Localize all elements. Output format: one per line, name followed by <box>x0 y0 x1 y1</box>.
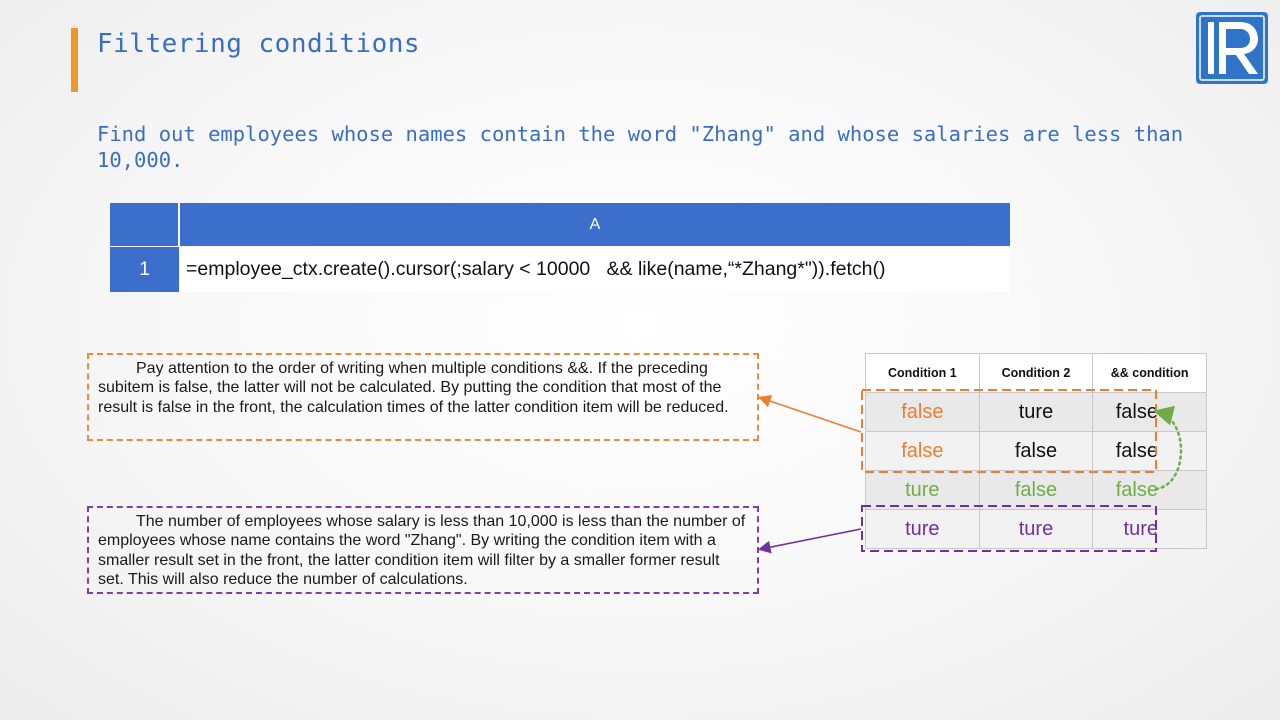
note-condition-order-text: Pay attention to the order of writing wh… <box>98 360 729 416</box>
truth-table-header-row: Condition 1 Condition 2 && condition <box>865 353 1207 393</box>
task-description: Find out employees whose names contain t… <box>97 122 1184 172</box>
slide-title: Filtering conditions <box>97 29 421 59</box>
truth-cell: ture <box>865 470 980 510</box>
truth-cell: false <box>1092 392 1207 432</box>
truth-table-row: false ture false <box>865 392 1207 432</box>
purple-pointer-arrow <box>757 528 862 554</box>
truth-cell: false <box>865 392 980 432</box>
truth-table-row: false false false <box>865 431 1207 471</box>
grid-row-header-1[interactable]: 1 <box>110 247 179 292</box>
truth-cell: ture <box>1092 509 1207 549</box>
formula-grid: A 1 =employee_ctx.create().cursor(;salar… <box>110 203 1010 292</box>
note-result-set-size-text: The number of employees whose salary is … <box>98 513 746 589</box>
truth-table-row: ture ture ture <box>865 509 1207 549</box>
grid-column-header-a[interactable]: A <box>180 203 1010 246</box>
truth-table-header-and-condition: && condition <box>1092 353 1207 393</box>
truth-table: Condition 1 Condition 2 && condition fal… <box>865 353 1207 549</box>
truth-table-header-condition-1: Condition 1 <box>865 353 980 393</box>
truth-cell: false <box>1092 431 1207 471</box>
truth-cell: ture <box>978 392 1094 432</box>
note-result-set-size: The number of employees whose salary is … <box>87 506 759 594</box>
grid-corner-cell <box>110 203 179 246</box>
truth-cell: false <box>865 431 980 471</box>
truth-table-header-condition-2: Condition 2 <box>978 353 1094 393</box>
truth-table-row: ture false false <box>865 470 1207 510</box>
note-condition-order: Pay attention to the order of writing wh… <box>87 353 759 441</box>
truth-cell: false <box>978 431 1094 471</box>
title-accent-bar <box>71 28 78 92</box>
raqsoft-logo-icon <box>1196 12 1268 84</box>
orange-pointer-arrow <box>757 395 862 433</box>
truth-cell: false <box>1092 470 1207 510</box>
truth-cell: ture <box>978 509 1094 549</box>
truth-cell: false <box>978 470 1094 510</box>
grid-formula-cell-a1[interactable]: =employee_ctx.create().cursor(;salary < … <box>180 247 1010 292</box>
truth-cell: ture <box>865 509 980 549</box>
